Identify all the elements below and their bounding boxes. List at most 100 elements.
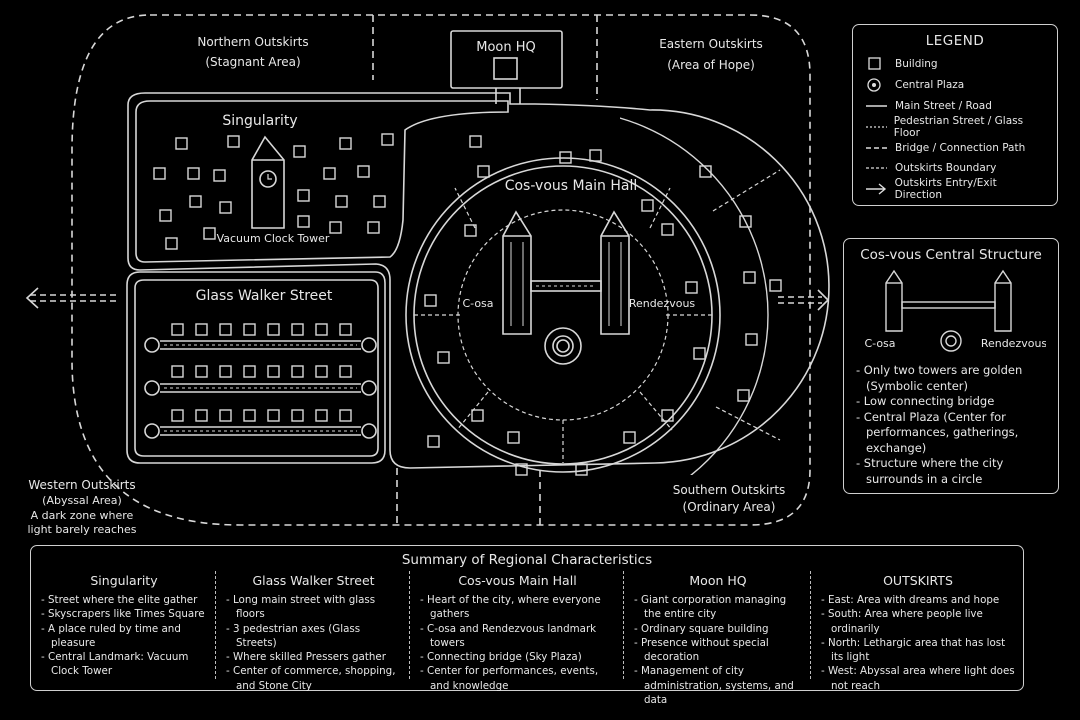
list-item: - Heart of the city, where everyone gath…	[420, 594, 601, 621]
legend-label: Bridge / Connection Path	[895, 141, 1026, 154]
building-icon	[315, 323, 328, 336]
list-item: - Only two towers are golden (Symbolic c…	[856, 363, 1023, 393]
list-item: - Presence without special decoration	[634, 636, 769, 664]
central-structure-title: Cos-vous Central Structure	[860, 247, 1042, 263]
building-icon	[507, 431, 520, 444]
central-right-tower-label: Rendezvous	[981, 337, 1046, 350]
building-icon	[175, 137, 188, 150]
western-outskirts-label: Western Outskirts	[28, 478, 135, 492]
column-heading: Singularity	[90, 573, 158, 588]
northern-outskirts-sub: (Stagnant Area)	[205, 55, 300, 69]
building-icon	[203, 227, 216, 240]
outskirts-boundary-line-icon	[866, 167, 887, 169]
main-street-line-icon	[866, 105, 887, 107]
glass-streets	[144, 337, 377, 439]
west-exit-arrow	[25, 287, 120, 309]
building-icon	[769, 279, 782, 292]
building-icon	[743, 271, 756, 284]
summary-column-moon-hq: Moon HQ - Giant corporation managing the…	[624, 571, 811, 706]
building-icon	[515, 463, 528, 476]
southern-outskirts-label: Southern Outskirts	[673, 483, 786, 497]
central-structure-list: - Only two towers are golden (Symbolic c…	[856, 363, 1046, 487]
building-icon	[329, 221, 342, 234]
list-item: - Center for performances, events, and k…	[420, 665, 599, 692]
building-icon	[153, 167, 166, 180]
building-icon	[219, 201, 232, 214]
clock-tower-label: Vacuum Clock Tower	[217, 232, 330, 245]
main-hall-inner-ring	[457, 209, 669, 421]
building-icon	[159, 209, 172, 222]
list-item: - Long main street with glass floors	[226, 594, 376, 621]
main-road-inner	[135, 100, 509, 263]
legend-item: Pedestrian Street / Glass Floor	[865, 115, 1045, 139]
building-icon	[195, 365, 208, 378]
building-icon	[219, 323, 232, 336]
building-icon	[685, 281, 698, 294]
summary-column-glass-walker: Glass Walker Street - Long main street w…	[216, 571, 410, 692]
building-icon	[291, 323, 304, 336]
central-plaza-icon	[867, 78, 881, 92]
list-item: - Where skilled Pressers gather	[226, 651, 386, 664]
legend-label: Building	[895, 58, 938, 71]
building-icon	[868, 57, 881, 71]
building-icon	[693, 347, 706, 360]
building-icon	[623, 431, 636, 444]
list-item: - Central Landmark: Vacuum Clock Tower	[41, 651, 189, 678]
building-icon	[737, 389, 750, 402]
building-icon	[267, 409, 280, 422]
building-icon	[575, 463, 588, 476]
summary-panel: Summary of Regional Characteristics Sing…	[30, 545, 1024, 706]
summary-column-singularity: Singularity - Street where the elite gat…	[31, 571, 216, 679]
outskirts-divider-lines	[372, 15, 598, 525]
list-item: - 3 pedestrian axes (Glass Streets)	[226, 622, 361, 649]
list-item: - Central Plaza (Center for performances…	[856, 409, 1019, 455]
building-icon	[424, 294, 437, 307]
column-heading: Cos-vous Main Hall	[458, 573, 577, 588]
building-icon	[165, 237, 178, 250]
building-icon	[293, 145, 306, 158]
building-icon	[243, 409, 256, 422]
building-icon	[315, 365, 328, 378]
legend-item: Main Street / Road	[865, 96, 1045, 117]
list-item: - Skyscrapers like Times Square	[41, 608, 205, 621]
legend-label: Outskirts Entry/Exit Direction	[894, 177, 997, 202]
main-hall-label: Cos-vous Main Hall	[505, 178, 638, 194]
list-item: - C-osa and Rendezvous landmark towers	[420, 622, 597, 649]
list-item: - A place ruled by time and pleasure	[41, 622, 181, 649]
eastern-outskirts-label: Eastern Outskirts	[659, 37, 763, 51]
c-osa-label: C-osa	[462, 297, 493, 310]
building-icon	[315, 409, 328, 422]
twin-towers	[502, 210, 630, 335]
building-icon	[195, 409, 208, 422]
building-icon	[559, 151, 572, 164]
building-icon	[171, 323, 184, 336]
building-icon	[427, 435, 440, 448]
list-item: - Center of commerce, shopping, and Ston…	[226, 665, 396, 692]
rendezvous-label: Rendezvous	[629, 297, 696, 310]
column-heading: OUTSKIRTS	[883, 573, 953, 588]
building-icon	[437, 351, 450, 364]
legend-label: Main Street / Road	[895, 99, 992, 112]
building-icon	[739, 215, 752, 228]
city-map: Moon HQ Northern Outskirts (Stagnant Are…	[25, 14, 830, 536]
building-icon	[367, 221, 380, 234]
building-icon	[291, 409, 304, 422]
building-icon	[219, 365, 232, 378]
building-icon	[464, 224, 477, 237]
building-icon	[589, 149, 602, 162]
building-icon	[339, 409, 352, 422]
list-item: - East: Area with dreams and hope	[821, 594, 1000, 606]
building-icon	[189, 195, 202, 208]
ring-road	[620, 117, 769, 475]
list-item: - Management of city administration, sys…	[634, 665, 794, 707]
glass-walker-block-inner	[134, 279, 379, 457]
northern-outskirts-label: Northern Outskirts	[197, 35, 308, 49]
singularity-label: Singularity	[222, 113, 297, 129]
list-item: - Connecting bridge (Sky Plaza)	[420, 651, 582, 664]
legend-item: Outskirts Entry/Exit Direction	[865, 177, 1045, 202]
list-item: - Giant corporation managing the entire …	[634, 594, 787, 621]
east-exit-arrow	[778, 289, 830, 311]
outskirts-boundary	[71, 14, 811, 526]
central-structure-diagram: C-osa Rendezvous	[864, 269, 1046, 352]
building-icon	[227, 135, 240, 148]
